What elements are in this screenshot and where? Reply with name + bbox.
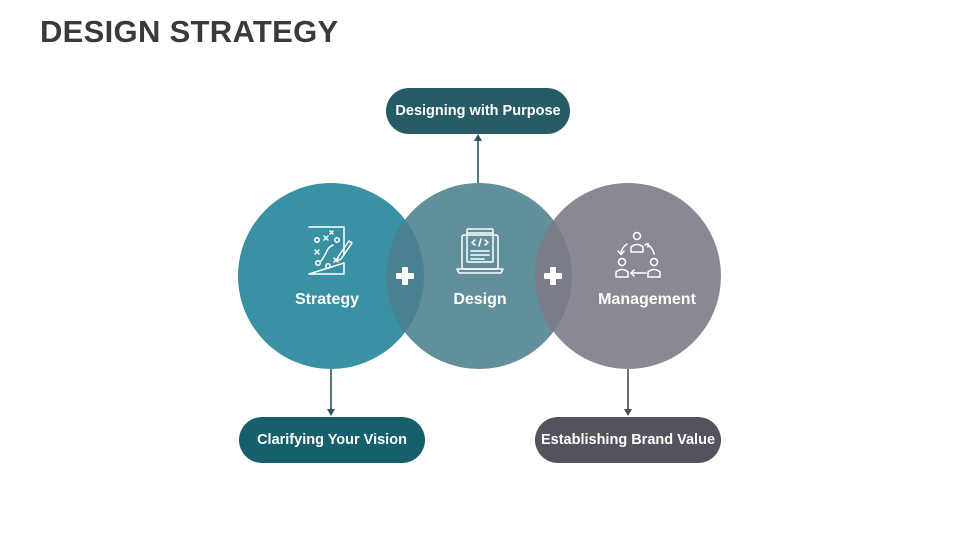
- design-circle: [386, 183, 572, 369]
- team-cycle-icon: [615, 231, 661, 278]
- arrow-to-right-outcome: [624, 369, 632, 416]
- top-outcome-pill: Designing with Purpose: [386, 88, 570, 134]
- design-label: Design: [453, 291, 507, 308]
- slide-title: DESIGN STRATEGY: [40, 14, 339, 49]
- strategy-label: Strategy: [294, 291, 360, 308]
- management-label: Management: [598, 291, 696, 308]
- right-outcome-pill: Establishing Brand Value: [535, 417, 721, 463]
- plus-icon: [396, 267, 414, 285]
- arrow-to-top-outcome: [474, 134, 482, 183]
- strategy-plan-icon: [308, 226, 353, 275]
- web-design-laptop-icon: [456, 228, 504, 274]
- arrow-to-left-outcome: [327, 369, 335, 416]
- strategy-circle: [238, 183, 424, 369]
- left-outcome-pill: Clarifying Your Vision: [239, 417, 425, 463]
- plus-icon: [544, 267, 562, 285]
